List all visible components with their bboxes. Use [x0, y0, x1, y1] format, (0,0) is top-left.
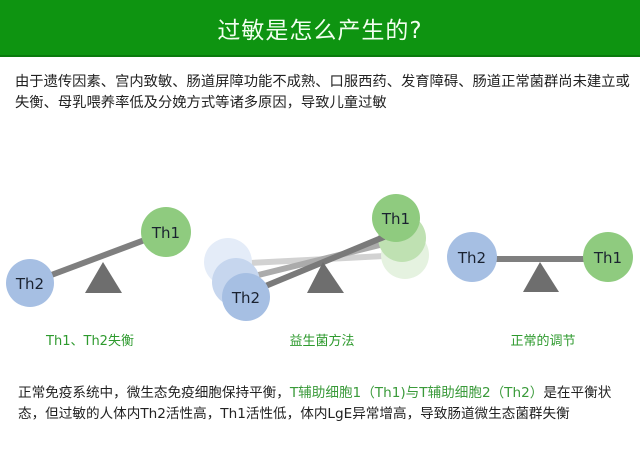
scene-probiotic: Th2 Th1	[204, 194, 429, 321]
th2-text: Th2	[231, 289, 260, 307]
intro-paragraph: 由于遗传因素、宫内致敏、肠道屏障功能不成熟、口服西药、发育障碍、肠道正常菌群尚未…	[15, 74, 630, 111]
scene-label-normal: 正常的调节	[510, 334, 576, 349]
scene-label-probiotic: 益生菌方法	[289, 334, 355, 349]
lever-bar	[244, 229, 398, 297]
th2-circle	[222, 273, 270, 321]
th1-text: Th1	[151, 224, 180, 242]
scene-label-imbalance: Th1、Th2失衡	[46, 334, 134, 349]
th1-circle	[372, 194, 420, 242]
scene-imbalance: Th2 Th1	[6, 207, 191, 307]
footer-text-2: 是在平衡状态，但过敏的人体内Th2活性高，Th1活性低，体内LgE异常增高，导致…	[18, 385, 612, 422]
fulcrum-triangle	[85, 262, 122, 293]
header-banner: 过敏是怎么产生的?	[0, 0, 640, 57]
th1-circle	[583, 232, 633, 282]
footer-text-1: 正常免疫系统中，微生态免疫细胞保持平衡，	[18, 385, 290, 401]
lever-ghost-2	[237, 237, 401, 283]
th1-text: Th1	[381, 210, 410, 228]
fulcrum-triangle	[307, 262, 344, 293]
th2-text: Th2	[457, 249, 486, 267]
th2-circle	[6, 259, 54, 307]
footer-paragraph: 正常免疫系统中，微生态免疫细胞保持平衡，T辅助细胞1（Th1)与T辅助细胞2（T…	[18, 383, 628, 425]
th2-text: Th2	[15, 275, 44, 293]
th2-circle	[447, 232, 497, 282]
th1-text: Th1	[593, 249, 622, 267]
fulcrum-triangle	[523, 262, 559, 292]
th-balance-diagram: Th2 Th1 Th2 Th1 Th	[0, 185, 640, 365]
th1-circle	[141, 207, 191, 257]
scene-normal: Th2 Th1	[447, 232, 633, 292]
page-title: 过敏是怎么产生的?	[217, 17, 423, 44]
footer-highlight: T辅助细胞1（Th1)与T辅助细胞2（Th2）	[289, 385, 544, 401]
